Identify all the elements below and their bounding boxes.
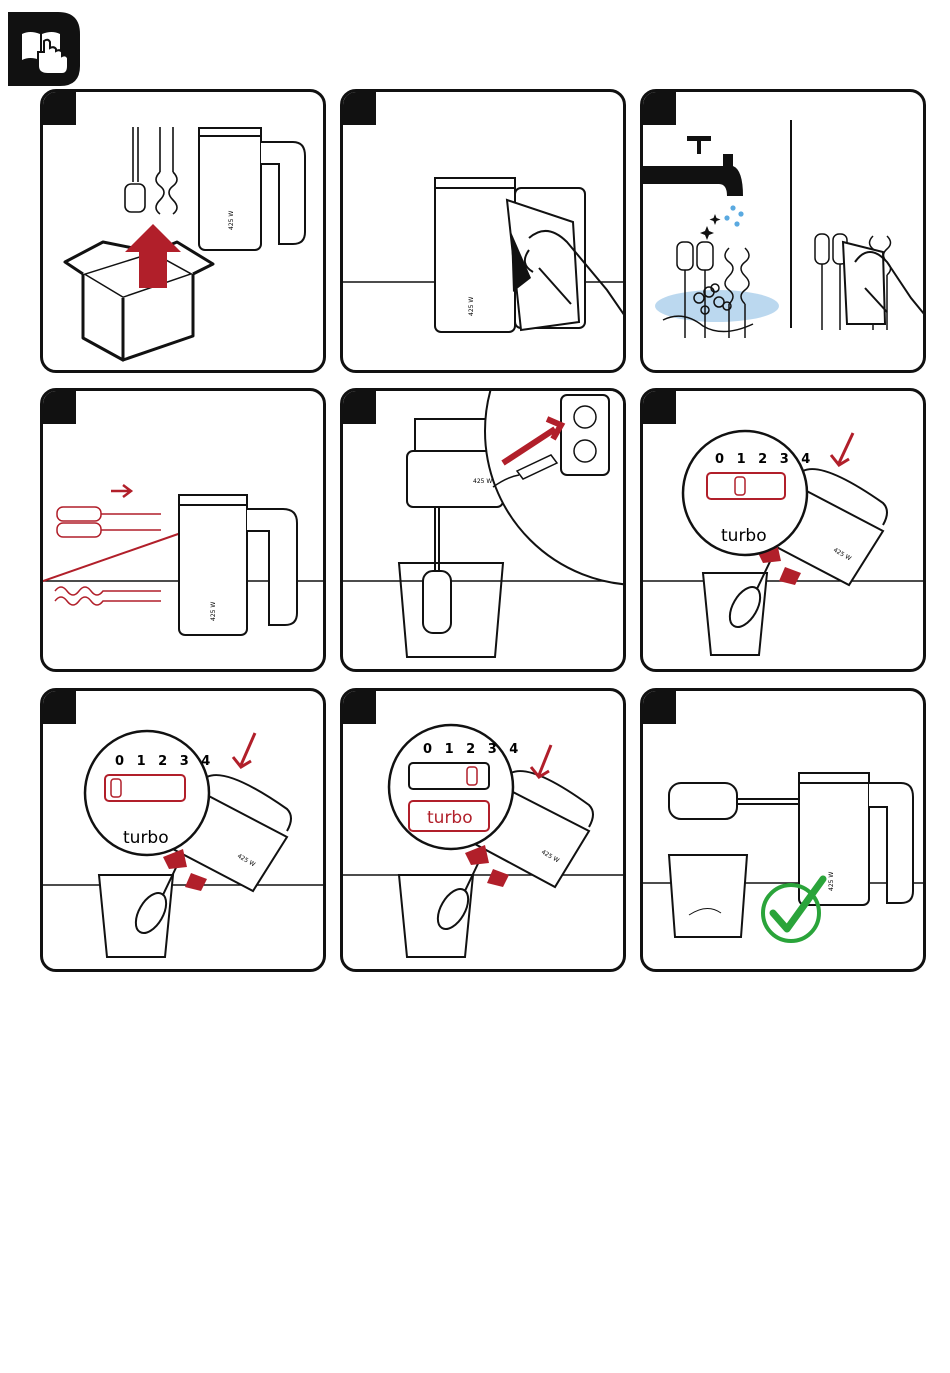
step-7-panel: 425 W 0 1 2 3 4 turbo [40, 688, 326, 972]
step-8-panel: 425 W 0 1 2 3 4 turbo [340, 688, 626, 972]
step-4-panel: 425 W [40, 388, 326, 672]
step-2-illustration: 425 W [343, 92, 626, 373]
step-8-speed-scale: 0 1 2 3 4 [423, 742, 522, 757]
step-3-illustration [643, 92, 926, 373]
step-6-speed-scale: 0 1 2 3 4 [715, 452, 814, 467]
step-3-panel [640, 89, 926, 373]
step-7-turbo-label: turbo [123, 828, 169, 848]
step-8-turbo-label: turbo [427, 808, 473, 828]
step-9-panel: 425 W [640, 688, 926, 972]
step-5-power-label: 425 W [473, 478, 492, 485]
step-2-power-label: 425 W [468, 297, 475, 316]
step-8-illustration: 425 W 0 1 2 3 4 turbo [343, 691, 626, 972]
read-manual-icon [8, 12, 80, 86]
step-1-panel: 425 W [40, 89, 326, 373]
step-6-turbo-label: turbo [721, 526, 767, 546]
step-9-power-label: 425 W [828, 872, 835, 891]
step-7-illustration: 425 W 0 1 2 3 4 turbo [43, 691, 326, 972]
step-2-panel: 425 W [340, 89, 626, 373]
step-6-illustration: 425 W 0 1 2 3 4 turbo [643, 391, 926, 672]
step-1-illustration: 425 W [43, 92, 326, 373]
step-5-illustration: 425 W [343, 391, 626, 672]
step-9-illustration: 425 W [643, 691, 926, 972]
step-4-illustration: 425 W [43, 391, 326, 672]
step-1-power-label: 425 W [228, 211, 235, 230]
checkmark-icon [763, 879, 823, 941]
step-7-speed-scale: 0 1 2 3 4 [115, 754, 214, 769]
step-4-power-label: 425 W [210, 602, 217, 621]
step-6-panel: 425 W 0 1 2 3 4 turbo [640, 388, 926, 672]
step-5-panel: 425 W [340, 388, 626, 672]
